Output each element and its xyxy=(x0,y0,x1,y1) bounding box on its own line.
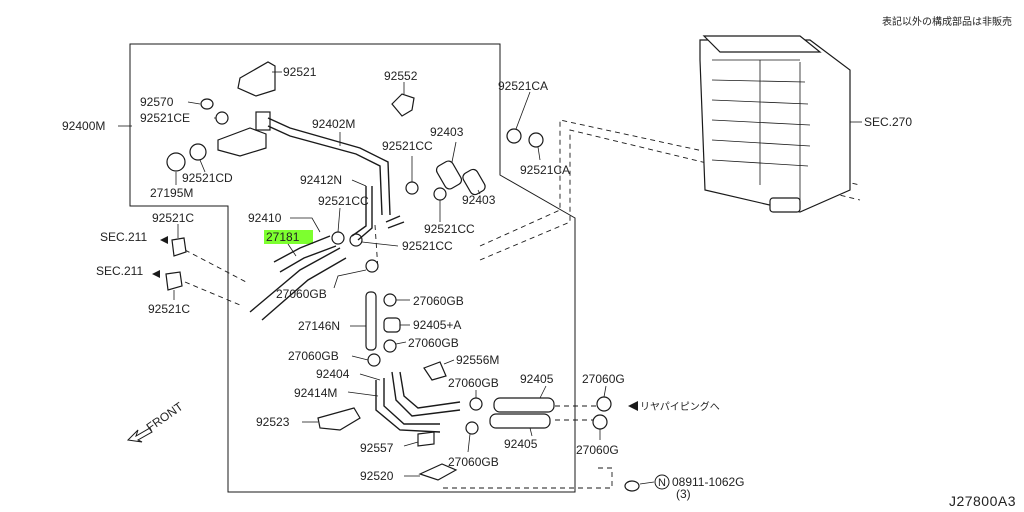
route-rear xyxy=(440,405,613,489)
label-sec211-top[interactable]: SEC.211 xyxy=(100,230,147,244)
highlight-27181 xyxy=(264,230,313,244)
clip-92521cc-4[interactable] xyxy=(349,233,363,247)
label-92521cc-2[interactable]: 92521CC xyxy=(318,194,369,208)
label-92521cd[interactable]: 92521CD xyxy=(182,171,233,185)
clip-92521ca-top[interactable] xyxy=(506,128,522,144)
label-front: FRONT xyxy=(144,399,186,435)
label-92521cc-4[interactable]: 92521CC xyxy=(402,239,453,253)
label-92521cc-1[interactable]: 92521CC xyxy=(382,139,433,153)
label-27060gb-3[interactable]: 27060GB xyxy=(408,336,459,350)
label-92552[interactable]: 92552 xyxy=(384,69,418,83)
label-92556m[interactable]: 92556M xyxy=(456,353,499,367)
label-rear-piping[interactable]: リヤパイピングへ xyxy=(640,400,720,413)
label-sec270[interactable]: SEC.270 xyxy=(864,115,912,129)
label-92570[interactable]: 92570 xyxy=(140,95,174,109)
pipe-92404[interactable] xyxy=(375,371,461,433)
label-92403-a[interactable]: 92403 xyxy=(430,125,464,139)
hose-92405a[interactable] xyxy=(383,317,401,333)
label-92405-bot[interactable]: 92405 xyxy=(504,437,538,451)
label-92521ca-mid[interactable]: 92521CA xyxy=(520,163,570,177)
cap-92570[interactable] xyxy=(200,98,214,110)
label-92521cc-3[interactable]: 92521CC xyxy=(424,222,475,236)
route-to-heater xyxy=(479,119,861,261)
label-27060gb-1[interactable]: 27060GB xyxy=(276,287,327,301)
label-92521ce[interactable]: 92521CE xyxy=(140,111,190,125)
arrow-sec211-top xyxy=(160,236,168,244)
label-92405a[interactable]: 92405+A xyxy=(413,318,461,332)
label-92402m[interactable]: 92402M xyxy=(312,117,355,131)
label-27060g-top[interactable]: 27060G xyxy=(582,372,625,386)
pipe-92412n[interactable] xyxy=(351,186,405,241)
clip-27060g-top[interactable] xyxy=(596,396,612,412)
hose-92403-b[interactable] xyxy=(461,168,487,197)
label-27146n[interactable]: 27146N xyxy=(298,319,340,333)
label-92521c-top[interactable]: 92521C xyxy=(152,211,194,225)
label-27060g-bot[interactable]: 27060G xyxy=(576,443,619,457)
clip-92521cc-2[interactable] xyxy=(331,231,345,245)
clip-27060gb-6[interactable] xyxy=(465,421,479,435)
label-sec211-bot[interactable]: SEC.211 xyxy=(96,264,143,278)
label-bolt-qty: (3) xyxy=(676,487,691,501)
label-92523[interactable]: 92523 xyxy=(256,415,290,429)
clip-92521c-bot[interactable] xyxy=(165,271,183,291)
label-92412n[interactable]: 92412N xyxy=(300,173,342,187)
clip-92521c-top[interactable] xyxy=(171,237,187,257)
header-note: 表記以外の構成部品は非販売 xyxy=(882,15,1012,28)
arrow-rear-piping xyxy=(628,401,638,411)
label-27060gb-2[interactable]: 27060GB xyxy=(413,294,464,308)
label-92400m[interactable]: 92400M xyxy=(62,119,105,133)
label-92521ca-top[interactable]: 92521CA xyxy=(498,79,548,93)
label-92405-top[interactable]: 92405 xyxy=(520,372,554,386)
clip-27060gb-2[interactable] xyxy=(383,293,397,307)
label-92414m[interactable]: 92414M xyxy=(294,386,337,400)
label-92557[interactable]: 92557 xyxy=(360,441,394,455)
label-92521c-bot[interactable]: 92521C xyxy=(148,302,190,316)
n-mark: N xyxy=(658,477,666,489)
cap-27195m[interactable] xyxy=(166,152,186,172)
n-mark-icon xyxy=(654,474,670,490)
label-27195m[interactable]: 27195M xyxy=(150,186,193,200)
clip-92557[interactable] xyxy=(417,431,435,447)
bracket-92521[interactable] xyxy=(237,61,276,97)
label-27060gb-5[interactable]: 27060GB xyxy=(448,376,499,390)
clip-92552[interactable] xyxy=(391,93,415,117)
label-bolt[interactable]: 08911-1062G xyxy=(672,475,745,489)
bracket-92520[interactable] xyxy=(418,463,458,481)
hose-92405-top[interactable] xyxy=(493,397,555,413)
hose-92403-a[interactable] xyxy=(435,159,464,191)
clip-27060gb-5[interactable] xyxy=(469,397,483,411)
label-92521[interactable]: 92521 xyxy=(283,65,317,79)
bracket-92556m[interactable] xyxy=(423,361,447,381)
label-92403-b[interactable]: 92403 xyxy=(462,193,496,207)
clip-92521cd[interactable] xyxy=(189,143,207,161)
clip-92521cc-3[interactable] xyxy=(433,187,447,201)
label-92404[interactable]: 92404 xyxy=(316,367,350,381)
route-to-sec211 xyxy=(184,249,249,306)
bolt-08911-1062g[interactable] xyxy=(624,480,640,492)
hose-27181[interactable] xyxy=(249,235,347,321)
label-27060gb-4[interactable]: 27060GB xyxy=(288,349,339,363)
water-valve-92400m[interactable] xyxy=(217,111,391,216)
clip-27060gb-3[interactable] xyxy=(383,339,397,353)
label-27060gb-6[interactable]: 27060GB xyxy=(448,455,499,469)
label-92410[interactable]: 92410 xyxy=(248,211,282,225)
clip-92521ce[interactable] xyxy=(215,111,229,125)
clip-27060g-bot[interactable] xyxy=(592,414,608,430)
clip-27060gb-4[interactable] xyxy=(367,353,381,367)
clip-27060gb-1[interactable] xyxy=(365,259,379,273)
clip-92521ca-mid[interactable] xyxy=(528,132,544,148)
bracket-92523[interactable] xyxy=(317,407,361,431)
label-92520[interactable]: 92520 xyxy=(360,469,394,483)
label-27181[interactable]: 27181 xyxy=(266,230,300,244)
hose-92405-bot[interactable] xyxy=(489,413,551,429)
front-arrow-icon xyxy=(126,427,153,443)
clip-92521cc-1[interactable] xyxy=(405,181,419,195)
diagram-code: J27800A3 xyxy=(949,493,1016,509)
arrow-sec211-bot xyxy=(152,270,160,278)
hose-27146n[interactable] xyxy=(365,291,377,351)
assembly-frame xyxy=(129,43,576,493)
heater-unit[interactable] xyxy=(699,35,851,213)
